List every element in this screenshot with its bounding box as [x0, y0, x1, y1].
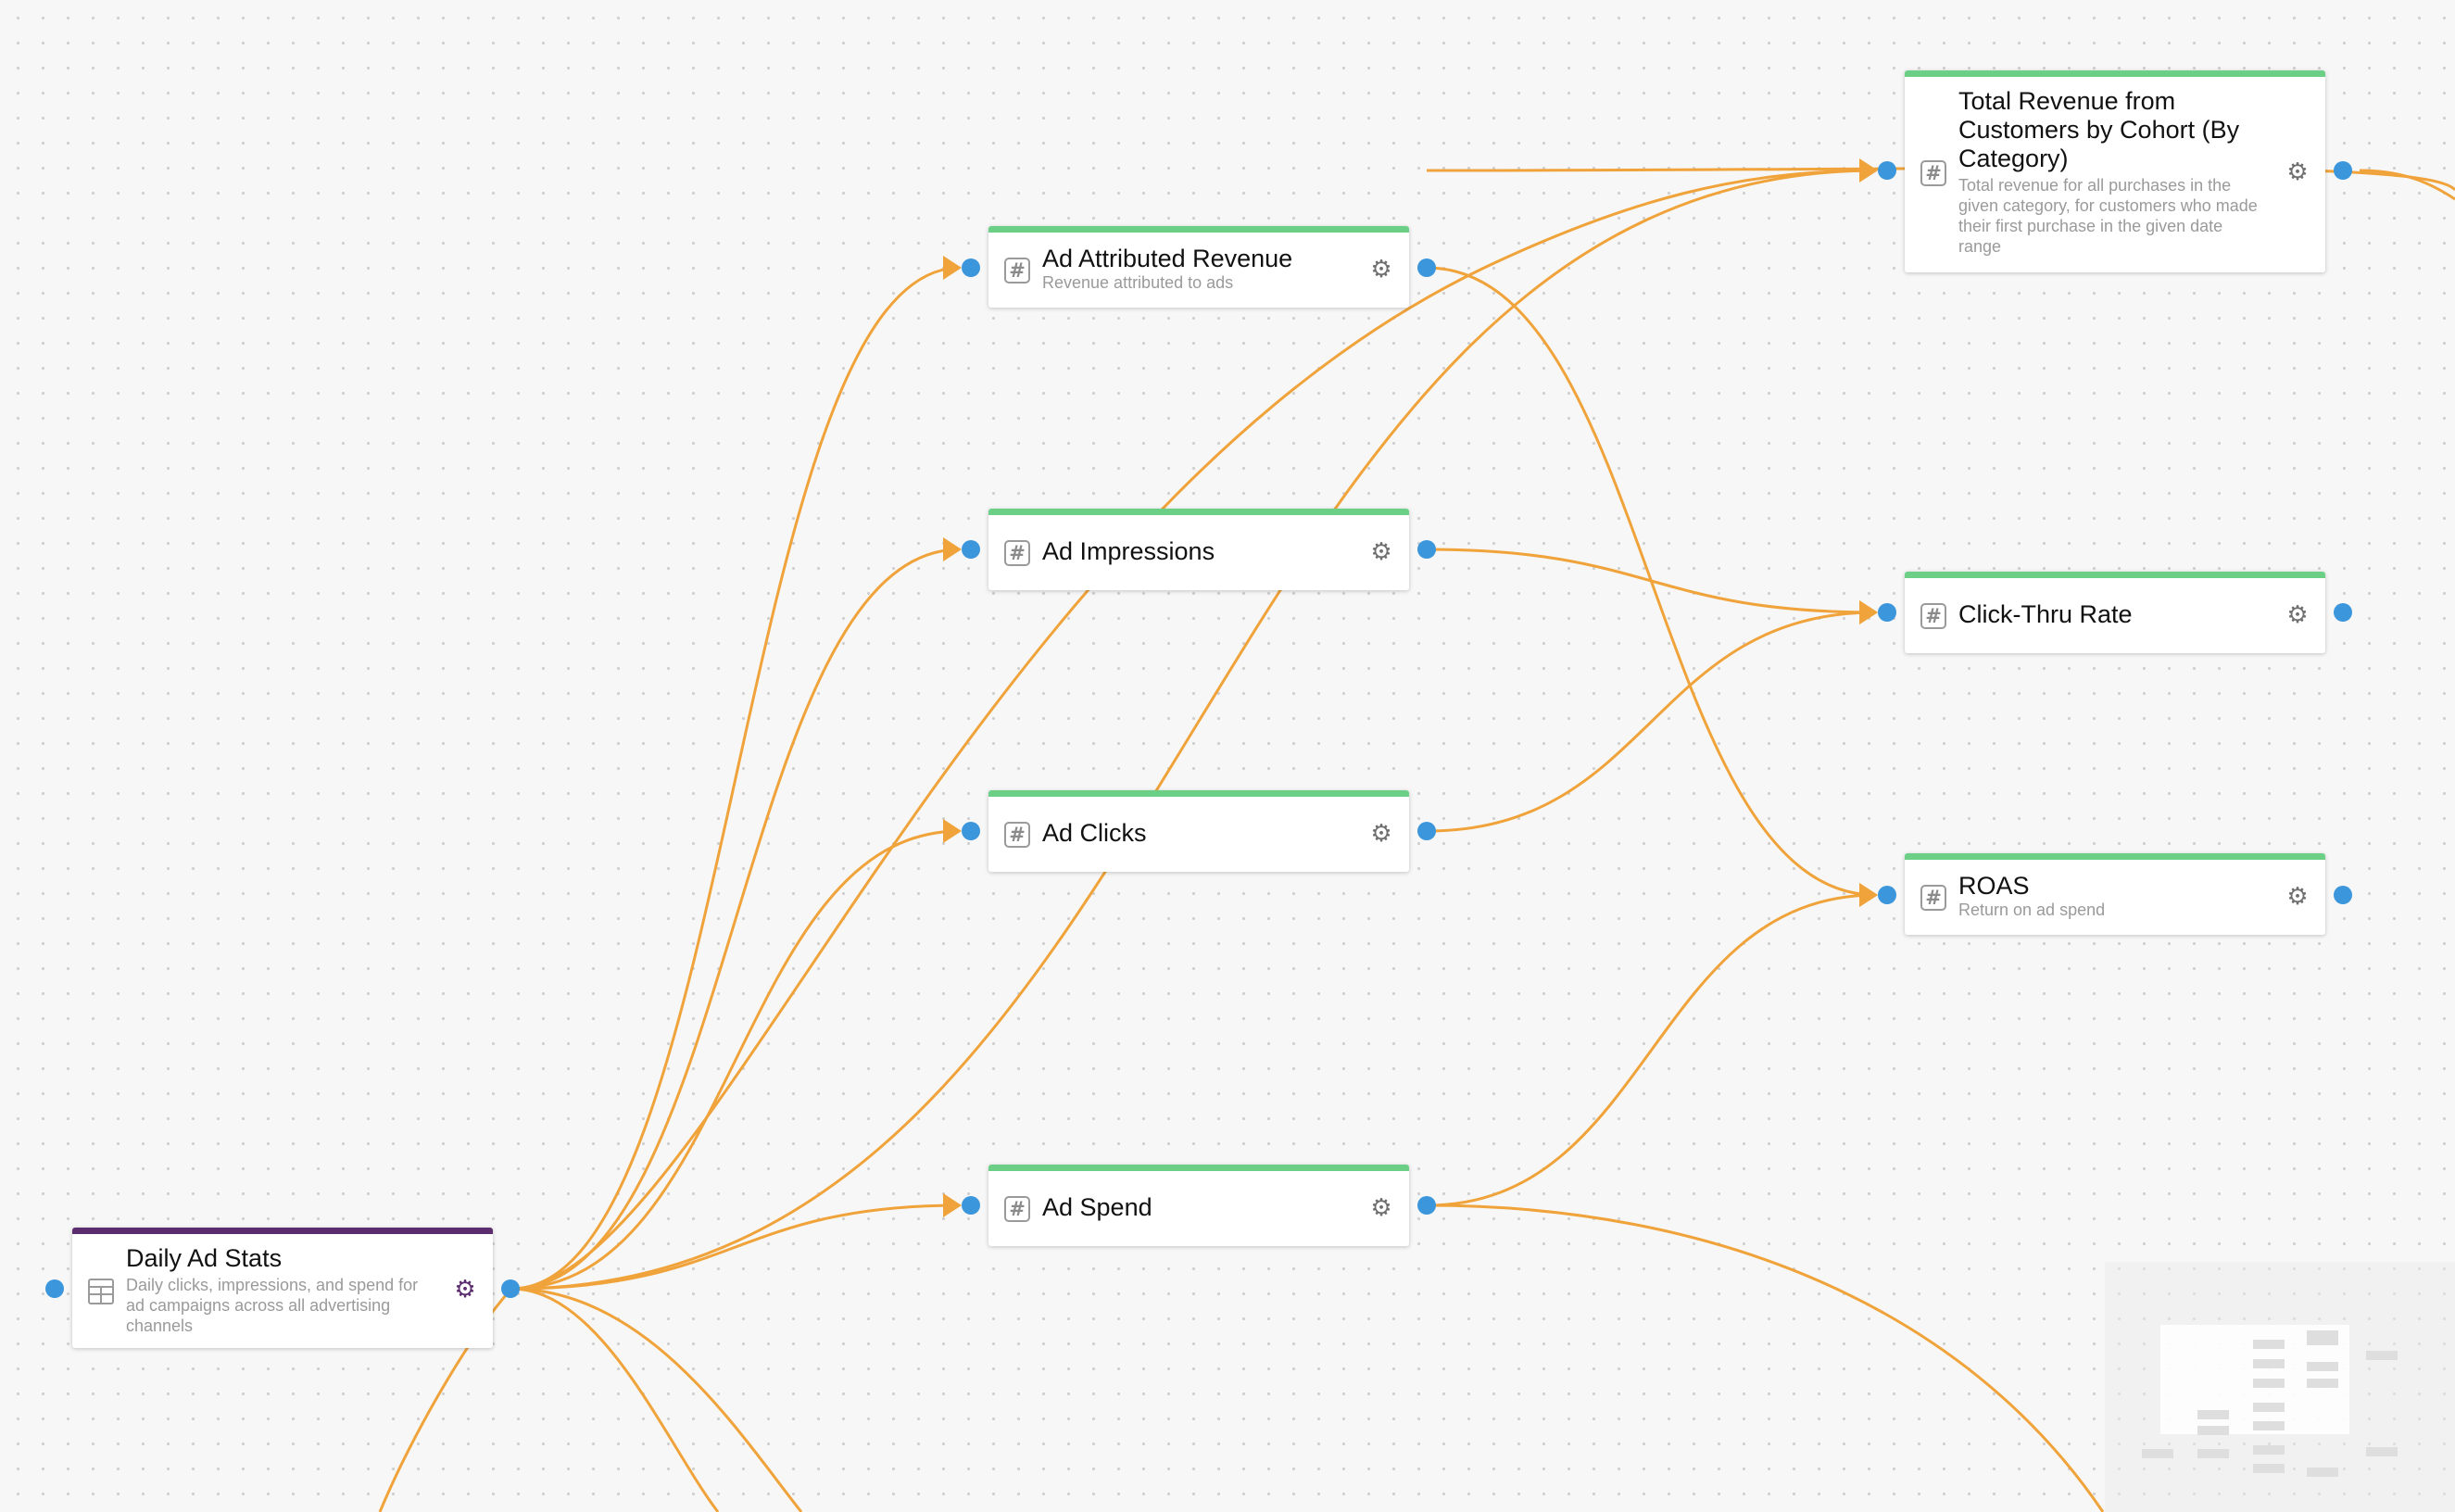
node-title: Ad Impressions — [1042, 537, 1215, 565]
input-port-daily-ad-stats[interactable] — [45, 1279, 64, 1298]
edge-daily-ad-stats-to-ad-impressions — [510, 548, 961, 1291]
minimap-node — [2253, 1403, 2285, 1412]
node-title: ROAS — [1958, 872, 2030, 900]
input-port-ad-spend[interactable] — [962, 1196, 980, 1215]
input-port-roas[interactable] — [1878, 886, 1896, 904]
node-ad-spend[interactable]: # Ad Spend ⚙ — [988, 1165, 1409, 1246]
input-port-ad-clicks[interactable] — [962, 822, 980, 840]
output-port-click-thru-rate[interactable] — [2334, 603, 2352, 622]
output-port-ad-spend[interactable] — [1417, 1196, 1436, 1215]
edge-ad-impressions-to-click-thru-rate — [1426, 548, 1877, 614]
output-port-ad-clicks[interactable] — [1417, 822, 1436, 840]
minimap-node — [2307, 1468, 2338, 1477]
edge-total-revenue-exit — [2359, 169, 2455, 201]
node-description: Total revenue for all purchases in the g… — [1958, 176, 2258, 256]
node-total-revenue-cohort[interactable]: # Total Revenue from Customers by Cohort… — [1905, 70, 2325, 272]
node-header-bar — [1905, 572, 2325, 578]
node-header-bar — [988, 509, 1409, 515]
node-title: Total Revenue from Customers by Cohort (… — [1958, 87, 2240, 172]
node-header-bar — [1905, 70, 2325, 77]
node-title: Ad Attributed Revenue — [1042, 245, 1293, 272]
output-port-total-revenue-cohort[interactable] — [2334, 161, 2352, 180]
table-icon — [88, 1279, 114, 1304]
edge-arrowhead — [943, 819, 962, 843]
minimap-node — [2307, 1330, 2338, 1345]
minimap-node — [2366, 1447, 2398, 1456]
node-title: Ad Clicks — [1042, 819, 1147, 847]
node-daily-ad-stats[interactable]: Daily Ad Stats Daily clicks, impressions… — [72, 1228, 493, 1348]
node-title: Daily Ad Stats — [126, 1244, 283, 1272]
gear-icon[interactable]: ⚙ — [2286, 158, 2309, 186]
edge-ad-spend-to-roas — [1426, 893, 1877, 1207]
minimap-node — [2307, 1362, 2338, 1371]
node-header-bar — [72, 1228, 493, 1234]
edge-daily-ad-stats-to-ad-spend — [510, 1203, 961, 1291]
minimap-node — [2253, 1359, 2285, 1368]
hash-icon: # — [1920, 885, 1946, 911]
edge-daily-ad-stats-to-ad-attributed-revenue — [510, 266, 961, 1291]
minimap-node — [2253, 1445, 2285, 1455]
minimap-node — [2197, 1449, 2229, 1458]
node-header-bar — [988, 226, 1409, 233]
hash-icon: # — [1920, 603, 1946, 629]
edge-daily-down-mid — [510, 1287, 720, 1512]
hash-icon: # — [1004, 540, 1030, 566]
node-roas[interactable]: # ROAS Return on ad spend ⚙ — [1905, 853, 2325, 935]
node-description: Revenue attributed to ads — [1042, 273, 1234, 292]
gear-icon[interactable]: ⚙ — [2286, 601, 2309, 629]
node-header-bar — [1905, 853, 2325, 860]
node-description: Daily clicks, impressions, and spend for… — [126, 1276, 419, 1335]
minimap-node — [2307, 1379, 2338, 1388]
edge-arrowhead — [1859, 883, 1878, 907]
edge-arrowhead — [1859, 600, 1878, 624]
edge-daily-ad-stats-to-ad-clicks — [510, 829, 961, 1291]
minimap-node — [2366, 1351, 2398, 1360]
input-port-ad-impressions[interactable] — [962, 540, 980, 559]
output-port-daily-ad-stats[interactable] — [501, 1279, 520, 1298]
gear-icon[interactable]: ⚙ — [1370, 256, 1392, 284]
node-title: Click-Thru Rate — [1958, 600, 2133, 628]
hash-icon: # — [1004, 822, 1030, 848]
output-port-roas[interactable] — [2334, 886, 2352, 904]
minimap-node — [2197, 1426, 2229, 1435]
edge-ad-spend-down — [1426, 1203, 2105, 1512]
hash-icon: # — [1004, 258, 1030, 284]
gear-icon[interactable]: ⚙ — [454, 1276, 476, 1304]
node-header-bar — [988, 1165, 1409, 1171]
gear-icon[interactable]: ⚙ — [1370, 820, 1392, 848]
minimap-node — [2253, 1379, 2285, 1388]
edge-arrowhead — [943, 537, 962, 561]
minimap-node — [2253, 1421, 2285, 1430]
hash-icon: # — [1004, 1196, 1030, 1222]
edge-long-to-total-revenue — [510, 169, 1877, 1291]
node-ad-impressions[interactable]: # Ad Impressions ⚙ — [988, 509, 1409, 590]
edge-ad-clicks-to-click-thru-rate — [1426, 611, 1877, 833]
output-port-ad-attributed-revenue[interactable] — [1417, 258, 1436, 277]
edge-daily-down-right — [510, 1287, 803, 1512]
node-ad-clicks[interactable]: # Ad Clicks ⚙ — [988, 790, 1409, 872]
edge-arrowhead — [943, 1193, 962, 1217]
node-ad-attributed-revenue[interactable]: # Ad Attributed Revenue Revenue attribut… — [988, 226, 1409, 308]
minimap-node — [2197, 1410, 2229, 1419]
node-description: Return on ad spend — [1958, 901, 2106, 919]
hash-icon: # — [1920, 160, 1946, 186]
minimap[interactable] — [2105, 1262, 2455, 1512]
input-port-ad-attributed-revenue[interactable] — [962, 258, 980, 277]
gear-icon[interactable]: ⚙ — [1370, 1194, 1392, 1222]
minimap-node — [2253, 1340, 2285, 1349]
minimap-node — [2142, 1449, 2173, 1458]
input-port-click-thru-rate[interactable] — [1878, 603, 1896, 622]
gear-icon[interactable]: ⚙ — [2286, 883, 2309, 911]
node-click-thru-rate[interactable]: # Click-Thru Rate ⚙ — [1905, 572, 2325, 653]
node-header-bar — [988, 790, 1409, 797]
output-port-ad-impressions[interactable] — [1417, 540, 1436, 559]
edge-daily-ad-stats-to-total-revenue-cohort — [510, 169, 1877, 1291]
node-title: Ad Spend — [1042, 1193, 1152, 1221]
minimap-node — [2253, 1464, 2285, 1473]
input-port-total-revenue-cohort[interactable] — [1878, 161, 1896, 180]
edge-arrowhead — [943, 256, 962, 280]
gear-icon[interactable]: ⚙ — [1370, 538, 1392, 566]
